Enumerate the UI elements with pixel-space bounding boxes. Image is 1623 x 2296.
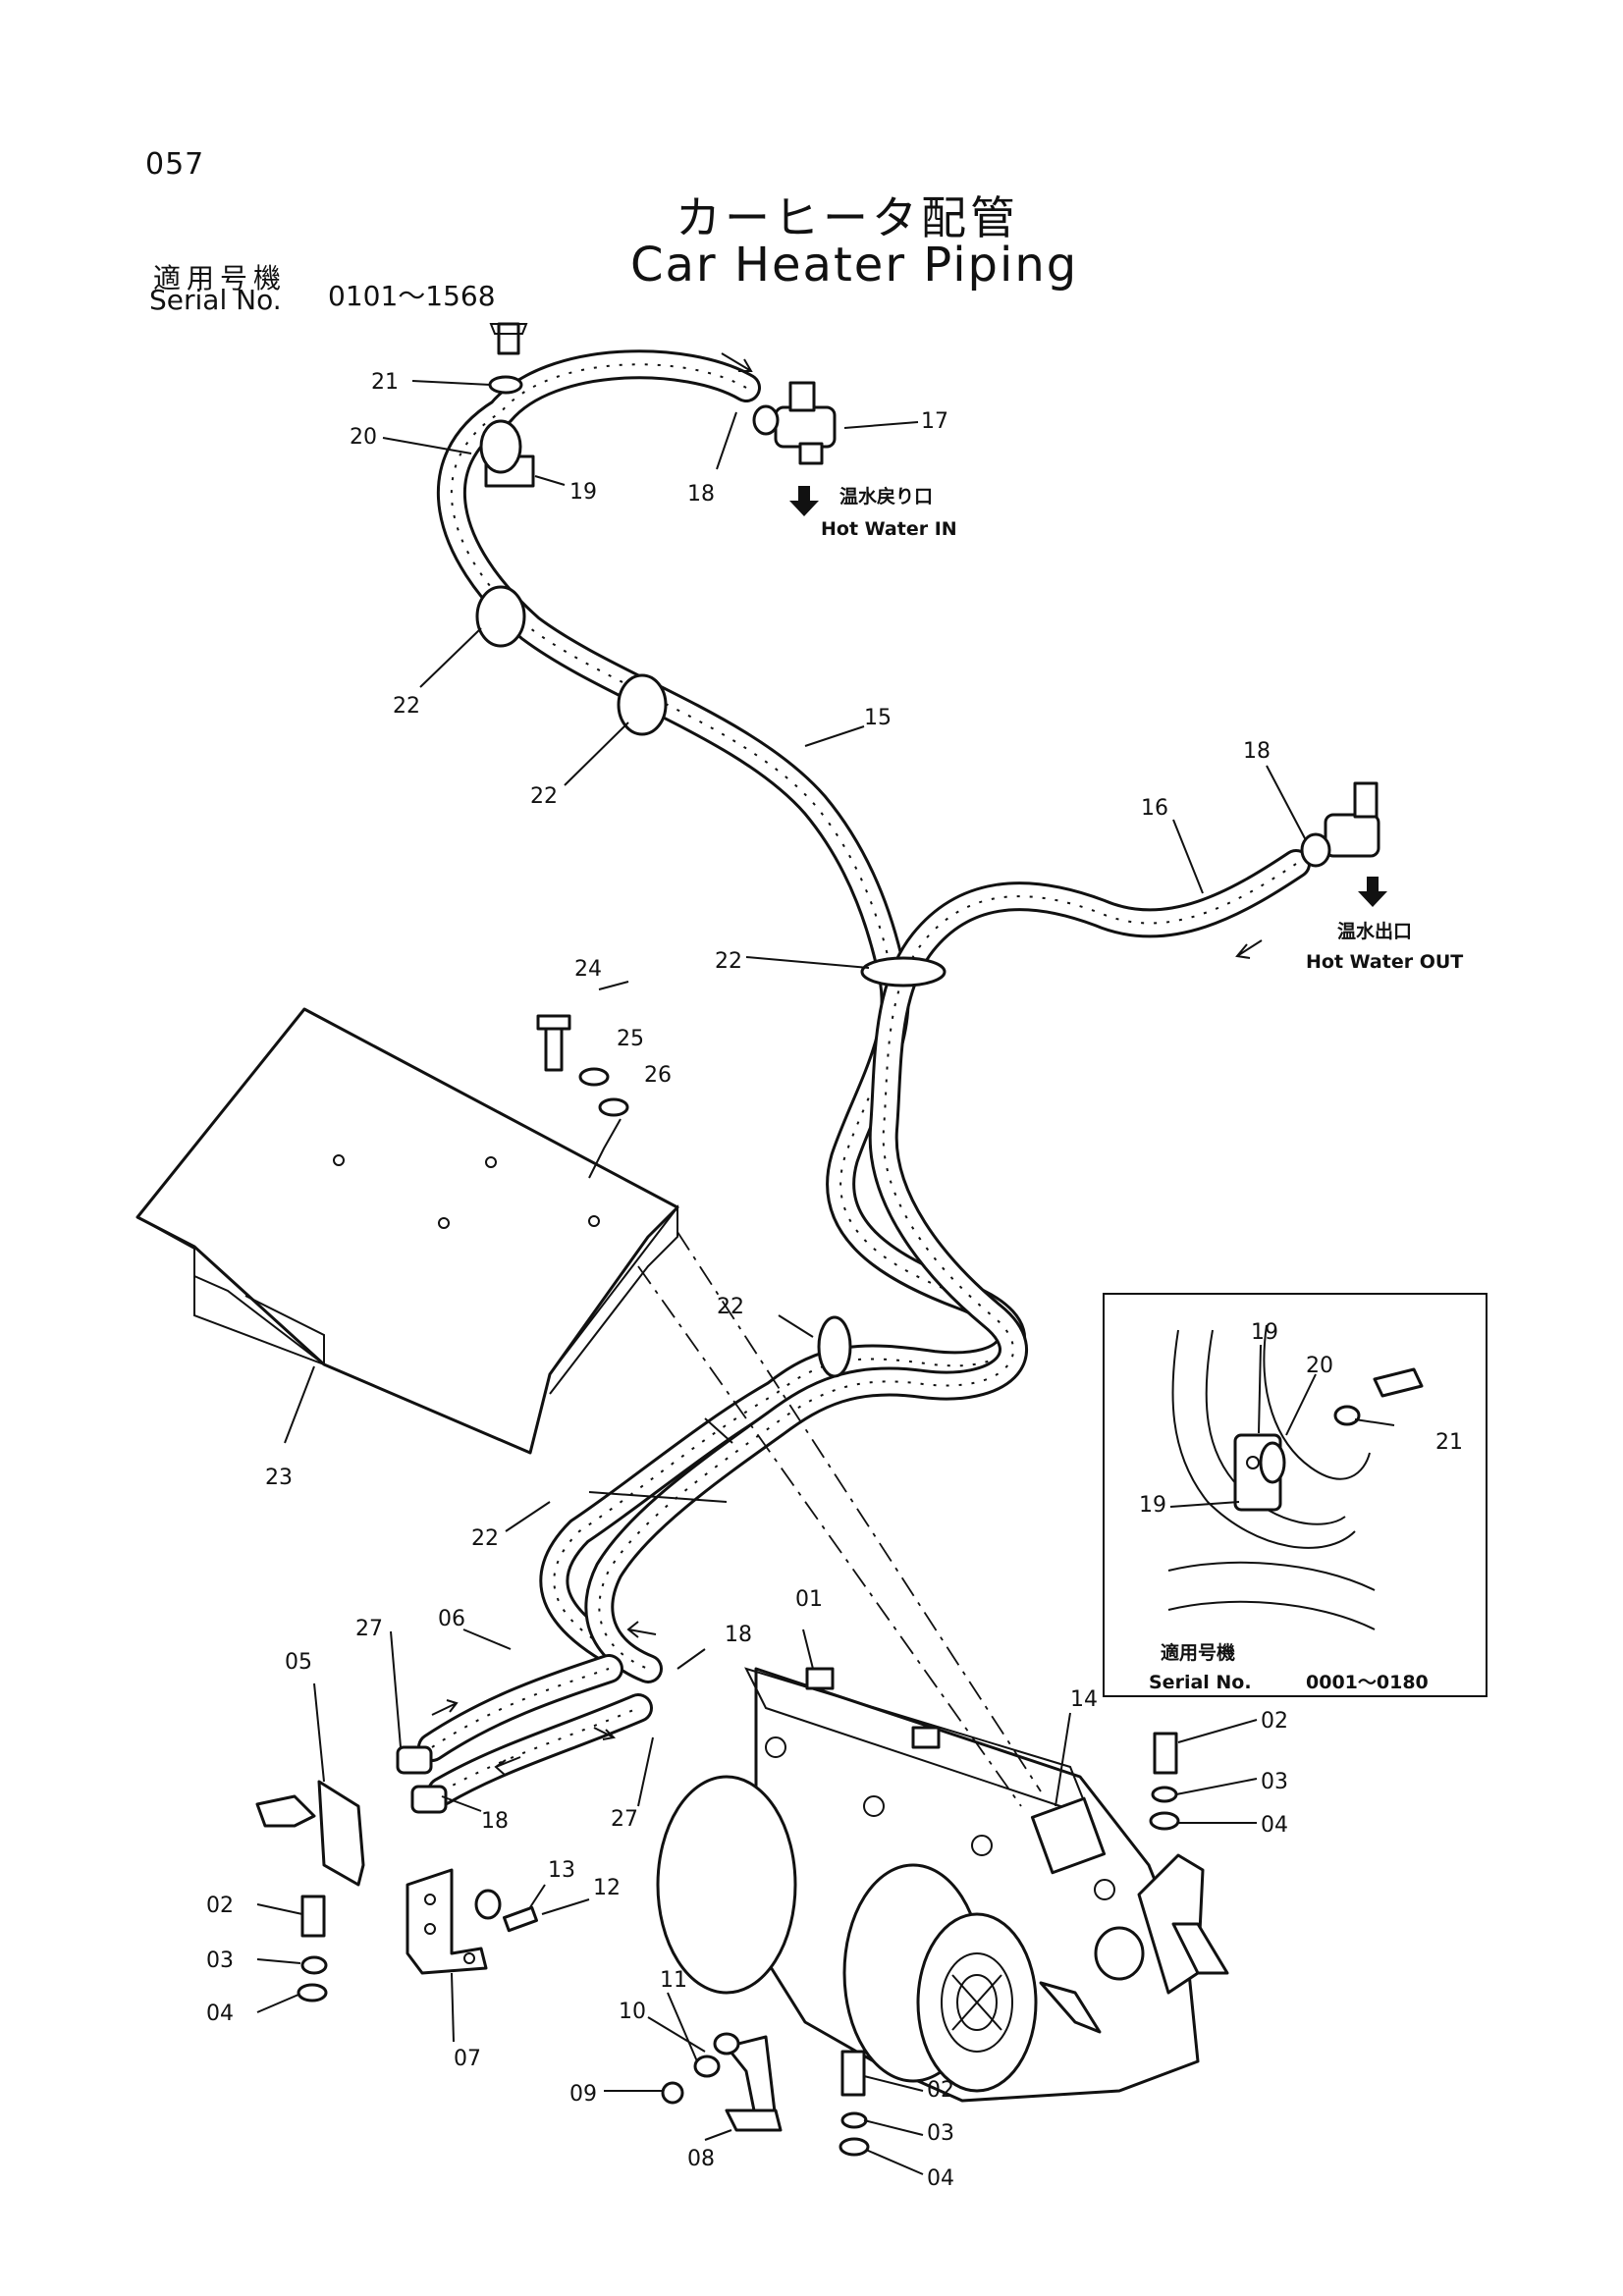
bolt-set-bottom <box>839 2050 870 2157</box>
bolt-set-left <box>297 1895 328 2002</box>
title-japanese: カーヒータ配管 <box>676 191 1019 244</box>
bracket-08 <box>725 2035 783 2132</box>
water-out-jp: 温水出口 <box>1337 920 1412 942</box>
callout-labels: 21 20 19 18 17 22 22 15 16 18 22 24 25 2… <box>206 370 1288 2191</box>
callout-23: 23 <box>265 1466 293 1490</box>
callout-22: 22 <box>717 1295 744 1319</box>
callout-27: 27 <box>611 1807 638 1832</box>
alignment-lines <box>588 1231 1042 1807</box>
callout-03: 03 <box>927 2121 954 2146</box>
hot-water-notes: 温水戻り口 Hot Water IN 温水出口 Hot Water OUT <box>821 485 1463 973</box>
callout-25: 25 <box>617 1027 644 1051</box>
callout-13: 13 <box>548 1858 575 1883</box>
inset-detail: 19 20 21 19 適用号機 Serial No. 0001～0180 <box>1103 1293 1488 1697</box>
callout-20: 20 <box>350 425 377 450</box>
callout-27: 27 <box>355 1617 383 1641</box>
callout-18: 18 <box>481 1809 509 1834</box>
water-in-en: Hot Water IN <box>821 518 957 540</box>
callout-04: 04 <box>927 2166 954 2191</box>
title-english: Car Heater Piping <box>630 238 1079 293</box>
small-hardware <box>474 1889 740 2105</box>
callout-18: 18 <box>687 482 715 507</box>
callout-22: 22 <box>530 784 558 809</box>
callout-04: 04 <box>206 2002 234 2026</box>
hose-15 <box>436 349 1026 1664</box>
inset-callout-21: 21 <box>1435 1430 1463 1455</box>
callout-09: 09 <box>569 2082 597 2107</box>
callout-18: 18 <box>1243 739 1271 764</box>
callout-11: 11 <box>660 1968 687 1993</box>
inset-callout-19: 19 <box>1251 1320 1278 1345</box>
callout-26: 26 <box>644 1063 672 1088</box>
serial-label-japanese: 適用号機 <box>153 262 288 294</box>
callout-22: 22 <box>471 1526 499 1551</box>
callout-22: 22 <box>715 949 742 974</box>
cover-bolt-24 <box>536 1014 629 1117</box>
callout-02: 02 <box>206 1894 234 1918</box>
callout-19: 19 <box>569 480 597 505</box>
bolt-set-right <box>1149 1732 1180 1831</box>
callout-24: 24 <box>574 957 602 982</box>
callout-03: 03 <box>1261 1770 1288 1794</box>
water-in-jp: 温水戻り口 <box>839 485 933 507</box>
callout-10: 10 <box>619 2000 646 2024</box>
callout-21: 21 <box>371 370 399 395</box>
callout-02: 02 <box>927 2078 954 2103</box>
heater-cover-23 <box>135 1007 679 1455</box>
callout-02: 02 <box>1261 1709 1288 1734</box>
callout-15: 15 <box>864 706 892 730</box>
flow-arrows <box>431 352 1263 1776</box>
valve-fitting-out <box>1300 781 1380 868</box>
upper-clamp-assembly <box>479 322 535 488</box>
callout-03: 03 <box>206 1949 234 1973</box>
hose-06 <box>417 1654 653 1806</box>
callout-14: 14 <box>1070 1687 1098 1712</box>
inset-callout-20: 20 <box>1306 1354 1333 1378</box>
valve-fitting-17 <box>752 381 837 465</box>
callout-08: 08 <box>687 2147 715 2171</box>
water-out-en: Hot Water OUT <box>1306 951 1463 973</box>
down-arrow-icons <box>789 486 1387 907</box>
inset-callout-19: 19 <box>1139 1493 1166 1518</box>
heater-unit-01 <box>656 1667 1229 2103</box>
bracket-07 <box>406 1868 488 1975</box>
serial-label-english: Serial No. <box>149 284 282 316</box>
hose-clamps-22 <box>475 585 947 1444</box>
bracket-05 <box>255 1745 448 1887</box>
leader-lines <box>256 380 1307 2175</box>
serial-range: 0101～1568 <box>328 280 496 312</box>
callout-17: 17 <box>921 409 948 434</box>
callout-22: 22 <box>393 694 420 719</box>
callout-04: 04 <box>1261 1813 1288 1838</box>
callout-07: 07 <box>454 2047 481 2071</box>
inset-serial-value: 0001～0180 <box>1306 1672 1429 1693</box>
page-number: 057 <box>145 147 205 182</box>
inset-serial-jp: 適用号機 <box>1161 1641 1235 1664</box>
callout-01: 01 <box>795 1587 823 1612</box>
hose-16 <box>584 849 1311 1683</box>
inset-serial-en: Serial No. <box>1149 1672 1252 1693</box>
callout-06: 06 <box>438 1607 465 1631</box>
callout-05: 05 <box>285 1650 312 1675</box>
callout-12: 12 <box>593 1876 621 1900</box>
callout-18: 18 <box>725 1623 752 1647</box>
callout-16: 16 <box>1141 796 1168 821</box>
